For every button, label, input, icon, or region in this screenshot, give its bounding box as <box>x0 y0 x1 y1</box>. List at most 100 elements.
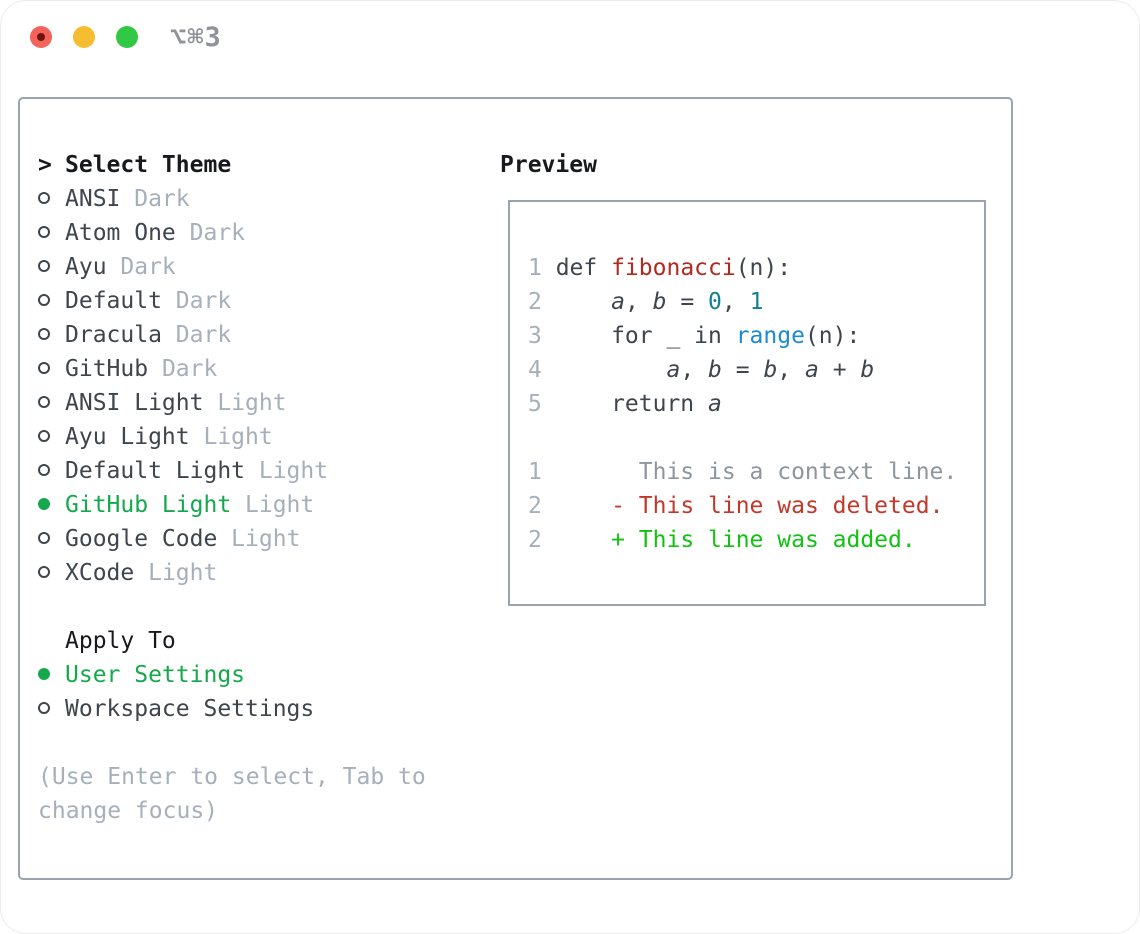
radio-icon <box>38 260 50 272</box>
line-number: 1 <box>528 255 542 281</box>
theme-option-label: Dracula <box>65 322 162 348</box>
hint-text-line2: change focus) <box>38 798 219 824</box>
code-token-plain <box>556 357 667 383</box>
radio-icon <box>38 328 50 340</box>
theme-variant-label: Light <box>203 390 287 416</box>
apply-to-title: Apply To <box>65 628 176 654</box>
code-token-var: b <box>708 357 722 383</box>
theme-option-ayu-light[interactable]: Ayu Light Light <box>38 420 426 454</box>
theme-option-ansi[interactable]: ANSI Dark <box>38 182 426 216</box>
line-number: 2 <box>528 289 542 315</box>
theme-option-label: GitHub Light <box>65 492 232 518</box>
line-number: 2 <box>528 527 542 553</box>
code-token-var: b <box>860 357 875 383</box>
theme-option-label: GitHub <box>65 356 149 382</box>
code-token-plain: return <box>555 391 709 417</box>
theme-option-atom-one[interactable]: Atom One Dark <box>38 216 426 250</box>
theme-option-xcode[interactable]: XCode Light <box>38 556 426 590</box>
code-token-plain: , <box>680 357 709 383</box>
theme-option-dracula[interactable]: Dracula Dark <box>38 318 426 352</box>
code-token-plain: = <box>721 357 764 383</box>
theme-option-ayu[interactable]: Ayu Dark <box>38 250 426 284</box>
radio-selected-icon <box>38 668 50 680</box>
code-token-number: 0 <box>708 289 722 315</box>
line-number: 4 <box>528 357 542 383</box>
theme-variant-label: Light <box>134 560 218 586</box>
radio-icon <box>38 702 50 714</box>
radio-icon <box>38 226 50 238</box>
code-token-deleted: - This line was deleted. <box>611 493 944 519</box>
theme-variant-label: Dark <box>120 186 190 212</box>
code-token-plain: , <box>721 289 750 315</box>
code-line: 2 + This line was added. <box>528 523 984 557</box>
code-token-plain: (n): <box>735 255 792 281</box>
theme-option-label: Ayu <box>65 254 107 280</box>
code-token-plain <box>556 527 611 553</box>
theme-option-default[interactable]: Default Dark <box>38 284 426 318</box>
code-token-plain <box>556 289 611 315</box>
radio-selected-icon <box>38 498 50 510</box>
minimize-button[interactable] <box>73 26 95 48</box>
radio-icon <box>38 430 50 442</box>
theme-option-google-code[interactable]: Google Code Light <box>38 522 426 556</box>
theme-option-github[interactable]: GitHub Dark <box>38 352 426 386</box>
prompt-caret-icon: > <box>38 152 52 178</box>
theme-variant-label: Light <box>231 492 315 518</box>
theme-option-label: XCode <box>65 560 135 586</box>
code-line: 3 for _ in range(n): <box>528 319 984 353</box>
hint-text-line1: (Use Enter to select, Tab to <box>38 764 426 790</box>
spacer <box>38 590 426 624</box>
apply-to-option-workspace-settings[interactable]: Workspace Settings <box>38 692 426 726</box>
apply-to-option-user-settings[interactable]: User Settings <box>38 658 426 692</box>
theme-option-ansi-light[interactable]: ANSI Light Light <box>38 386 426 420</box>
code-token-var: a <box>611 289 625 315</box>
code-token-plain: + <box>818 357 861 383</box>
code-token-var: b <box>763 357 778 383</box>
apply-to-option-label: User Settings <box>65 662 246 688</box>
theme-variant-label: Dark <box>161 288 232 314</box>
maximize-button[interactable] <box>116 26 138 48</box>
select-theme-header: > Select Theme <box>38 148 426 182</box>
theme-option-label: Atom One <box>65 220 176 246</box>
titlebar: ⌥⌘3 <box>0 0 1140 72</box>
radio-icon <box>38 532 50 544</box>
spacer <box>38 726 426 760</box>
theme-variant-label: Dark <box>161 322 232 348</box>
window-title: ⌥⌘3 <box>170 22 222 53</box>
theme-option-label: Ayu Light <box>65 424 190 450</box>
code-line: 2 - This line was deleted. <box>528 489 984 523</box>
theme-variant-label: Dark <box>175 220 246 246</box>
radio-icon <box>38 464 50 476</box>
line-number: 5 <box>528 391 542 417</box>
code-line: 5 return a <box>528 387 984 421</box>
code-token-var: a <box>805 357 819 383</box>
code-token-var: b <box>652 289 667 315</box>
theme-variant-label: Light <box>217 526 301 552</box>
theme-option-label: ANSI <box>65 186 121 212</box>
theme-variant-label: Light <box>189 424 273 450</box>
code-token-plain: , <box>777 357 805 383</box>
code-token-plain: for _ in <box>555 323 736 349</box>
radio-icon <box>38 396 50 408</box>
code-token-number: 1 <box>749 289 764 315</box>
code-line: 2 a, b = 0, 1 <box>528 285 984 319</box>
code-token-builtin: range <box>735 323 805 349</box>
radio-icon <box>38 294 50 306</box>
select-theme-title: Select Theme <box>65 152 232 178</box>
code-token-plain: (n): <box>804 323 861 349</box>
theme-option-label: Default Light <box>65 458 246 484</box>
code-token-func: fibonacci <box>611 255 736 281</box>
radio-icon <box>38 362 50 374</box>
close-button-dot-icon <box>37 33 45 41</box>
theme-option-default-light[interactable]: Default Light Light <box>38 454 426 488</box>
close-button[interactable] <box>30 26 52 48</box>
theme-option-github-light[interactable]: GitHub Light Light <box>38 488 426 522</box>
radio-icon <box>38 566 50 578</box>
